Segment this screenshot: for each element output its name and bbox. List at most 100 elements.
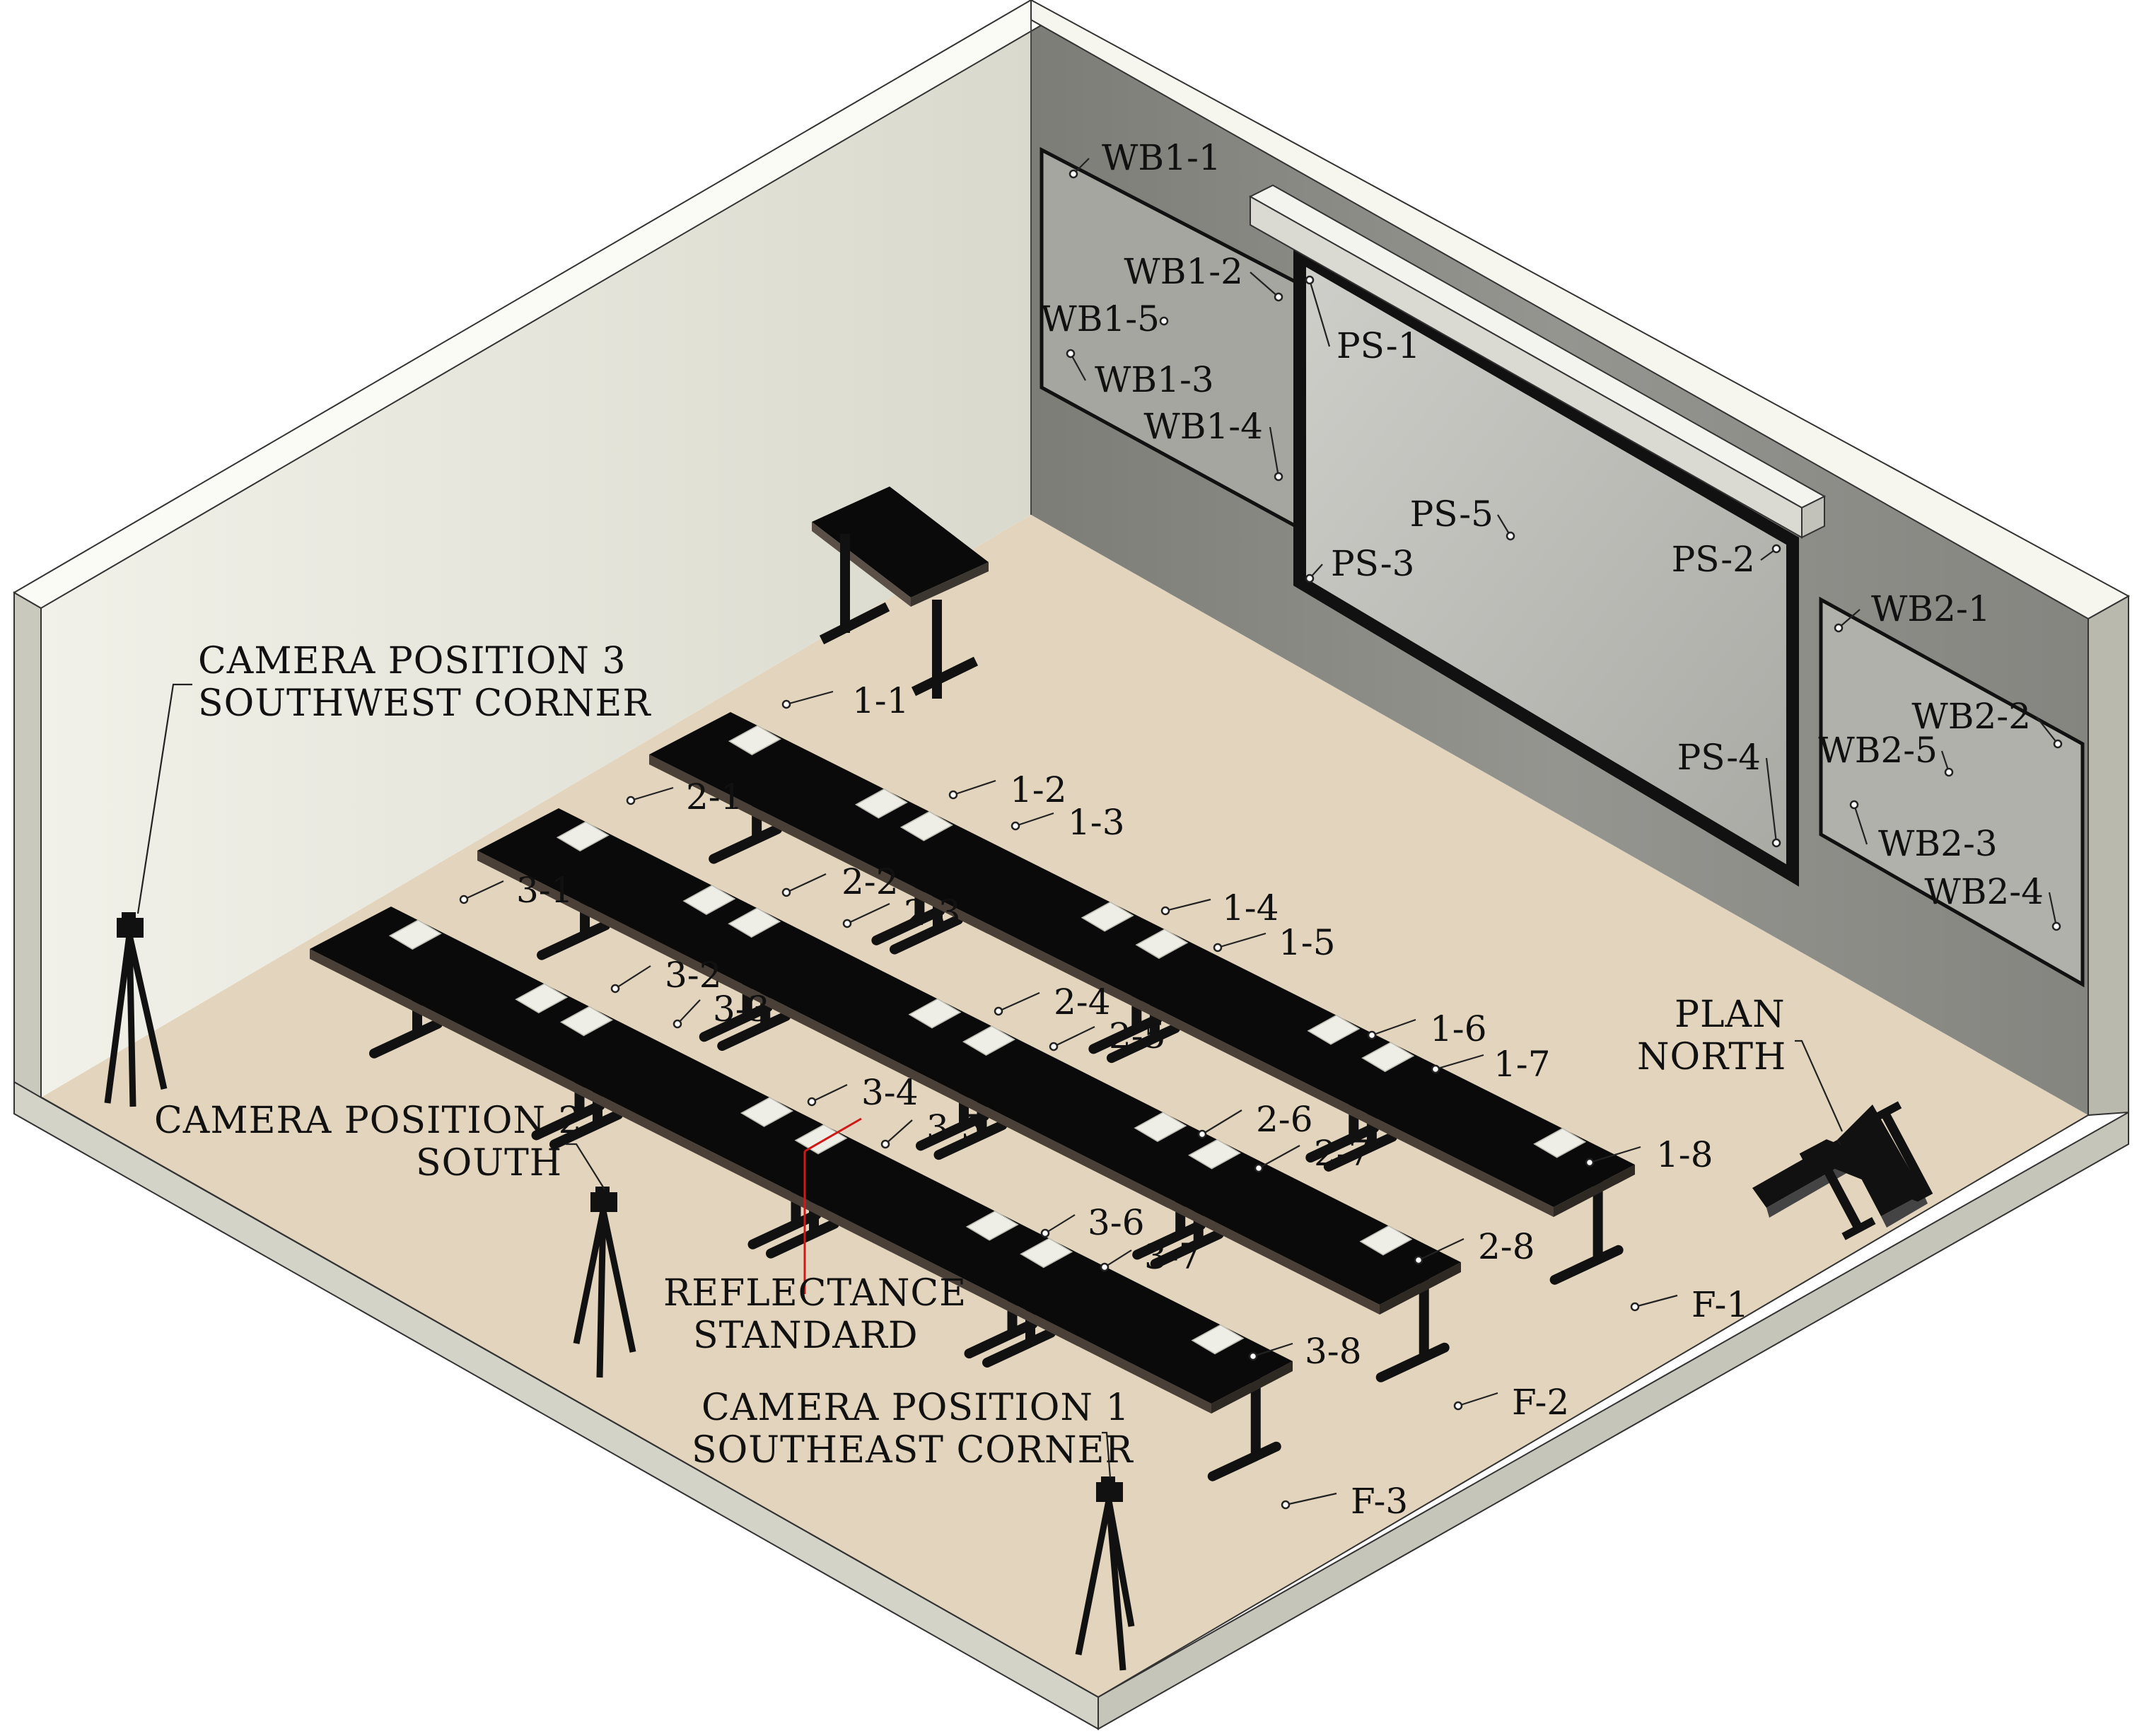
point-label-wb2-2: WB2-2: [1911, 696, 2031, 737]
point-label-wb1-5: WB1-5: [1040, 298, 1160, 339]
leader-wb2-1: [1838, 609, 1861, 629]
camera-3-body: [117, 912, 144, 938]
point-label-ps-4: PS-4: [1677, 737, 1761, 778]
table-row-1: [649, 712, 1635, 1285]
leader-2-6: [1201, 1109, 1242, 1135]
point-label-2-1: 2-1: [686, 776, 743, 817]
table-leg: [1207, 1375, 1281, 1481]
leader-1-6: [1371, 1018, 1416, 1037]
sample-card: [899, 810, 953, 841]
point-dot-3-5: [880, 1139, 890, 1149]
point-label-2-7: 2-7: [1314, 1133, 1371, 1174]
sample-card: [1020, 1237, 1073, 1269]
reflectance-label-line1: REFLECTANCE: [663, 1272, 967, 1315]
point-dot-2-2: [781, 887, 791, 897]
point-label-wb2-1: WB2-1: [1871, 588, 1991, 629]
camera-1-tripod: [1075, 1500, 1135, 1671]
leader-2-4: [998, 991, 1040, 1013]
leader-3-8: [1252, 1342, 1293, 1358]
point-dot-wb2-3: [1849, 800, 1859, 810]
leader-wb1-4: [1269, 426, 1280, 477]
leader-2-5: [1053, 1026, 1095, 1047]
table-edge-front: [649, 755, 1554, 1217]
point-label-wb2-3: WB2-3: [1878, 823, 1998, 864]
point-label-2-2: 2-2: [842, 861, 899, 902]
point-label-wb2-4: WB2-4: [1924, 871, 2044, 912]
table-leg: [1375, 1276, 1450, 1382]
camera-2-tripod: [573, 1210, 636, 1378]
point-label-wb2-5: WB2-5: [1818, 730, 1938, 771]
camera-2-body: [590, 1187, 617, 1212]
plan-north-leader: [1795, 1039, 1844, 1132]
leader-2-7: [1258, 1145, 1300, 1169]
leader-wb2-4: [2048, 892, 2058, 927]
point-dot-2-6: [1197, 1129, 1207, 1139]
table-edge-front: [310, 949, 1211, 1414]
table-top: [649, 712, 1635, 1207]
table-leg: [1549, 1179, 1624, 1285]
camera-3-leader: [136, 683, 192, 914]
point-label-1-2: 1-2: [1010, 769, 1067, 810]
point-label-1-3: 1-3: [1068, 802, 1125, 843]
leader-f-2: [1457, 1392, 1498, 1407]
sample-card: [1134, 1112, 1187, 1143]
sample-card: [1533, 1127, 1587, 1158]
leader-1-8: [1589, 1146, 1641, 1164]
sample-card: [962, 1025, 1015, 1056]
camera-3-label-line2: SOUTHWEST CORNER: [198, 682, 651, 725]
point-label-f-3: F-3: [1351, 1481, 1408, 1522]
point-label-1-1: 1-1: [852, 680, 909, 721]
point-dot-f-1: [1630, 1302, 1640, 1312]
point-label-1-7: 1-7: [1493, 1044, 1551, 1085]
point-label-3-5: 3-5: [926, 1107, 984, 1148]
point-dot-ps-3: [1305, 573, 1315, 583]
table-row-2: [477, 808, 1461, 1382]
camera-2-label-line2: SOUTH: [416, 1142, 562, 1184]
point-dot-wb1-4: [1274, 472, 1283, 482]
point-dot-2-7: [1254, 1163, 1264, 1173]
point-label-1-6: 1-6: [1430, 1008, 1487, 1049]
camera-1-leader: [1102, 1431, 1112, 1479]
leader-1-5: [1217, 932, 1267, 949]
point-dot-wb1-5: [1159, 316, 1169, 326]
point-labels: 1-11-21-31-41-51-61-71-82-12-22-32-42-52…: [516, 137, 2044, 1522]
point-dot-2-3: [842, 919, 852, 928]
point-label-3-3: 3-3: [713, 989, 770, 1030]
camera-3-tripod: [104, 934, 168, 1107]
point-dot-3-8: [1248, 1351, 1258, 1361]
point-label-1-4: 1-4: [1222, 887, 1279, 928]
point-label-3-6: 3-6: [1088, 1202, 1145, 1243]
room-outline: [40, 1097, 2089, 1699]
sample-card: [1307, 1014, 1361, 1045]
table-row-3: [310, 907, 1293, 1481]
camera-2-label-line1: CAMERA POSITION 2: [154, 1100, 583, 1142]
point-dot-wb2-2: [2053, 739, 2063, 749]
sample-card: [388, 919, 442, 950]
camera-1-label-line2: SOUTHEAST CORNER: [692, 1429, 1134, 1472]
point-label-1-8: 1-8: [1656, 1134, 1713, 1175]
point-label-1-5: 1-5: [1279, 922, 1336, 963]
leader-3-6: [1044, 1214, 1076, 1234]
point-label-ps-5: PS-5: [1410, 494, 1493, 535]
leader-3-2: [615, 965, 651, 989]
sample-card: [1081, 901, 1134, 932]
point-dot-3-4: [807, 1097, 817, 1107]
point-dot-3-1: [459, 895, 469, 904]
sample-card: [1361, 1042, 1415, 1073]
table-top: [477, 808, 1461, 1305]
sample-card: [728, 725, 781, 756]
point-label-wb1-1: WB1-1: [1102, 137, 1221, 178]
point-dot-f-3: [1281, 1500, 1291, 1510]
leader-1-2: [953, 779, 996, 796]
point-dot-wb2-4: [2051, 921, 2061, 931]
leader-2-3: [846, 903, 890, 924]
point-dot-3-3: [672, 1019, 682, 1029]
leader-ps-4: [1765, 757, 1778, 844]
floor-base-right: [1097, 1111, 2129, 1730]
point-label-wb1-2: WB1-2: [1124, 251, 1243, 292]
point-dot-wb1-1: [1068, 169, 1078, 179]
leader-lines: [459, 158, 2063, 1510]
sample-card: [965, 1210, 1019, 1241]
point-dot-2-8: [1414, 1255, 1423, 1265]
